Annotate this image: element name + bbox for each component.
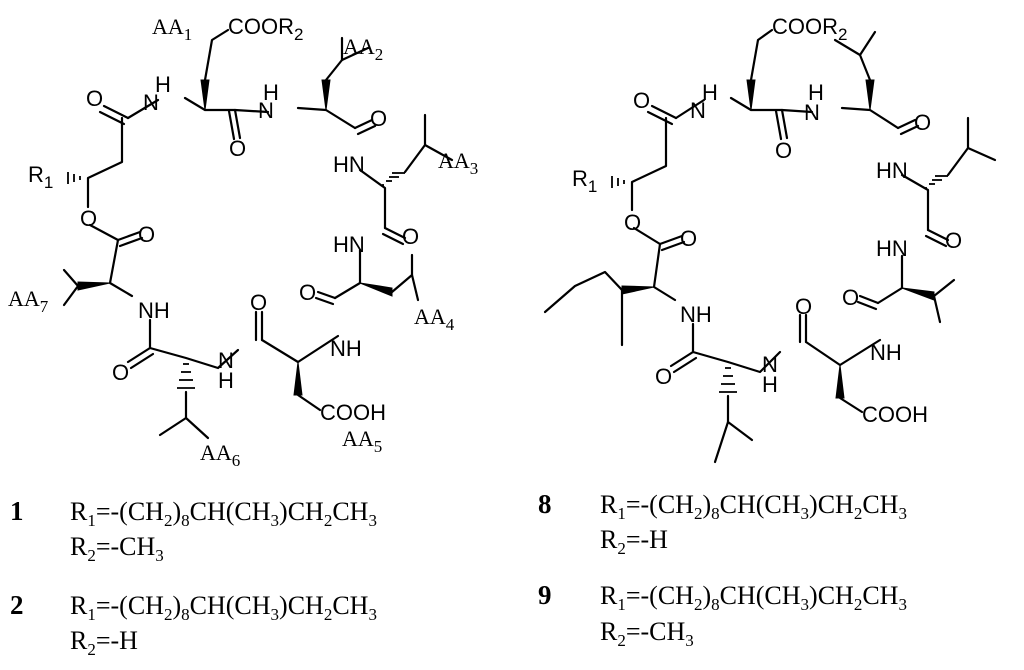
left-hn-aa4: HN xyxy=(333,232,365,257)
right-o-2: O xyxy=(775,138,792,163)
right-cooh: COOH xyxy=(862,402,928,427)
left-nh-aa2: NH xyxy=(258,80,279,123)
right-hn-2: HN xyxy=(876,236,908,261)
left-aa4-label: AA4 xyxy=(414,304,455,334)
left-r1: R1 xyxy=(28,162,53,192)
carbonyls-left xyxy=(98,104,407,370)
right-o-4: O xyxy=(945,228,962,253)
right-o-8: O xyxy=(680,226,697,251)
right-o-7: O xyxy=(655,364,672,389)
left-hn-aa3: HN xyxy=(333,152,365,177)
right-hn-1: HN xyxy=(876,158,908,183)
carbonyls-right xyxy=(646,104,950,374)
left-cooro: COOR2 xyxy=(228,14,303,44)
compound-8-r2: R2=-H xyxy=(600,525,668,558)
left-o-5: O xyxy=(299,280,316,305)
compound-legend: 1 R1=-(CH2)8CH(CH3)CH2CH3 R2=-CH3 2 R1=-… xyxy=(10,489,907,659)
left-o-8: O xyxy=(138,222,155,247)
left-cooh: COOH xyxy=(320,400,386,425)
side-chains-right xyxy=(543,28,997,464)
left-o-1: O xyxy=(86,86,103,111)
compound-2-r1: R1=-(CH2)8CH(CH3)CH2CH3 xyxy=(70,591,377,624)
compound-9-r2: R2=-CH3 xyxy=(600,617,694,650)
right-nh-2: NH xyxy=(804,80,824,125)
left-aa1-label: AA1 xyxy=(152,14,192,44)
left-nh-aa5: NH xyxy=(330,336,362,361)
compound-2-r2: R2=-H xyxy=(70,626,138,659)
left-o-6: O xyxy=(250,290,267,315)
left-o-ester: O xyxy=(80,206,97,231)
right-o-1: O xyxy=(633,88,650,113)
left-nh-aa1: NH xyxy=(143,72,171,115)
compound-1-id: 1 xyxy=(10,496,24,526)
right-o-6: O xyxy=(795,294,812,319)
left-o-4: O xyxy=(402,224,419,249)
right-nh-1: NH xyxy=(690,80,718,123)
left-aa2-label: AA2 xyxy=(343,34,383,64)
left-aa5-label: AA5 xyxy=(342,426,382,456)
right-o-3: O xyxy=(914,110,931,135)
left-o-7: O xyxy=(112,360,129,385)
compound-9-id: 9 xyxy=(538,580,552,610)
compound-2-id: 2 xyxy=(10,590,24,620)
right-nh-3: NH xyxy=(870,340,902,365)
right-cooro: COOR2 xyxy=(772,14,847,44)
left-aa6-label: AA6 xyxy=(200,440,240,470)
left-aa7-label: AA7 xyxy=(8,286,49,316)
left-nh-aa7: NH xyxy=(138,298,170,323)
side-chains-left xyxy=(62,28,454,440)
left-o-2: O xyxy=(229,136,246,161)
compound-8-r1: R1=-(CH2)8CH(CH3)CH2CH3 xyxy=(600,490,907,523)
left-aa3-label: AA3 xyxy=(438,148,478,178)
compound-1-r2: R2=-CH3 xyxy=(70,532,164,565)
right-nh-5: NH xyxy=(680,302,712,327)
compound-1-r1: R1=-(CH2)8CH(CH3)CH2CH3 xyxy=(70,497,377,530)
structure-left: COOR2 NH NH O O O HN HN O O NH O NH O NH… xyxy=(8,14,478,470)
right-o-ester: O xyxy=(624,210,641,235)
compound-8-id: 8 xyxy=(538,489,552,519)
compound-9-r1: R1=-(CH2)8CH(CH3)CH2CH3 xyxy=(600,581,907,614)
right-r1: R1 xyxy=(572,166,597,196)
right-o-5: O xyxy=(842,285,859,310)
left-o-3: O xyxy=(370,106,387,131)
